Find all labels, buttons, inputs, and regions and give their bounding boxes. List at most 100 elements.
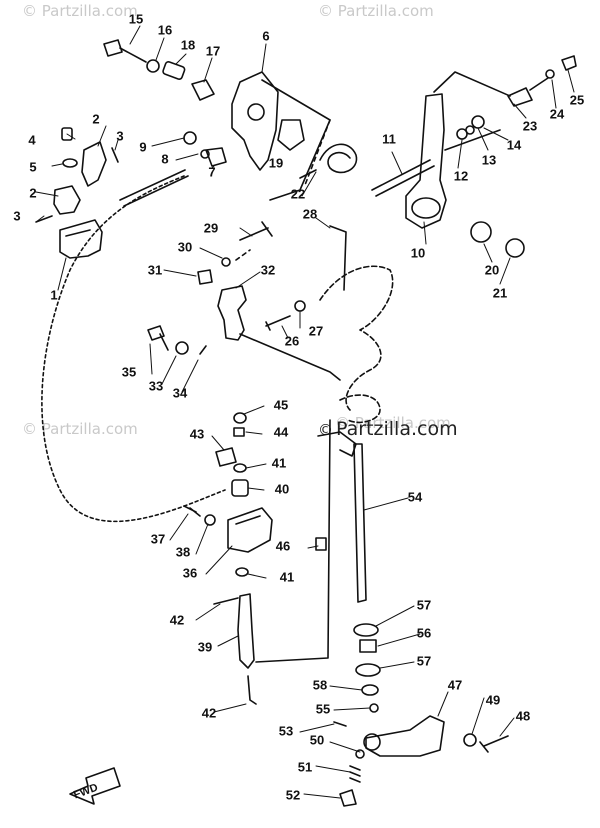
callout-35: 35 xyxy=(121,364,137,380)
part-29-bolt xyxy=(239,221,273,241)
callout-24: 24 xyxy=(549,106,565,122)
part-3-pin-upper xyxy=(111,147,119,163)
watermark-mid-left: © Partzilla.com xyxy=(22,420,138,438)
part-31-joint xyxy=(197,269,213,285)
callout-39: 39 xyxy=(197,639,213,655)
part-53-pin xyxy=(333,721,347,727)
callout-29: 29 xyxy=(203,220,219,236)
cable-end-rod xyxy=(119,169,189,207)
callout-26: 26 xyxy=(284,333,300,349)
part-50-ball xyxy=(355,749,365,759)
part-39-lever xyxy=(237,593,255,669)
part-25-cap xyxy=(561,55,577,71)
part-26-bolt xyxy=(265,315,291,331)
callout-17: 17 xyxy=(205,43,221,59)
callout-54: 54 xyxy=(407,489,423,505)
callout-37: 37 xyxy=(150,531,166,547)
callout-55: 55 xyxy=(315,701,331,717)
callout-4: 4 xyxy=(28,132,36,148)
part-2-clip-lower xyxy=(53,185,81,215)
callout-19: 19 xyxy=(268,155,284,171)
brand-text: Partzilla.com xyxy=(336,418,458,440)
part-6-bracket-outline xyxy=(261,79,331,201)
part-7-joint xyxy=(205,147,227,167)
part-46-nut xyxy=(315,537,327,551)
callout-23: 23 xyxy=(522,118,538,134)
part-45-nut xyxy=(233,412,247,424)
callout-3a: 3 xyxy=(116,128,124,144)
link-rod-lower xyxy=(239,333,341,381)
watermark-mid-right: © Partzilla.com xyxy=(335,414,451,432)
part-41-washer-upper xyxy=(233,463,247,473)
part-28-pin xyxy=(329,225,347,291)
part-41-washer-lower xyxy=(235,567,249,577)
callout-52: 52 xyxy=(285,787,301,803)
callout-44: 44 xyxy=(273,424,289,440)
callout-7: 7 xyxy=(208,164,216,180)
watermark-top-right: © Partzilla.com xyxy=(318,2,434,20)
part-43-joint xyxy=(215,447,237,467)
callout-6: 6 xyxy=(262,28,270,44)
callout-2a: 2 xyxy=(92,111,100,127)
callout-21: 21 xyxy=(492,285,508,301)
part-35-bolt xyxy=(147,325,169,351)
callout-28: 28 xyxy=(302,206,318,222)
callout-32: 32 xyxy=(260,262,276,278)
callout-14: 14 xyxy=(506,137,522,153)
callout-12: 12 xyxy=(453,168,469,184)
callout-30: 30 xyxy=(177,239,193,255)
control-cable xyxy=(41,175,226,523)
callout-13: 13 xyxy=(481,152,497,168)
watermark-top-left: © Partzilla.com xyxy=(22,2,138,20)
callout-5: 5 xyxy=(29,159,37,175)
callout-10: 10 xyxy=(410,245,426,261)
callout-57a: 57 xyxy=(416,597,432,613)
part-10-boss xyxy=(411,197,441,219)
part-52-cap xyxy=(339,789,357,807)
callout-49: 49 xyxy=(485,692,501,708)
part-57-washer-upper xyxy=(353,623,379,637)
part-23-joint xyxy=(507,77,549,107)
part-6-lever-plate xyxy=(231,71,279,171)
callout-46: 46 xyxy=(275,538,291,554)
part-55-ring xyxy=(369,703,379,713)
engine-block-outline xyxy=(319,265,394,424)
part-2-clip-upper xyxy=(81,141,107,187)
part-47-boss xyxy=(363,733,381,751)
part-10-throttle-arm xyxy=(405,93,447,229)
part-32-link xyxy=(217,285,247,341)
part-15-bolt xyxy=(103,39,147,63)
callout-15: 15 xyxy=(128,11,144,27)
part-57-washer-lower xyxy=(355,663,381,677)
linkage-guide xyxy=(235,119,331,261)
callout-27: 27 xyxy=(308,323,324,339)
part-6-hole xyxy=(247,103,265,121)
callout-56: 56 xyxy=(416,625,432,641)
callout-47: 47 xyxy=(447,677,463,693)
callout-22: 22 xyxy=(290,186,306,202)
part-51-spring xyxy=(349,765,361,783)
part-5-washer xyxy=(62,158,78,168)
part-19-cam xyxy=(277,119,305,151)
part-56-bushing xyxy=(359,639,377,653)
part-42-pin-upper xyxy=(213,597,239,605)
part-24-nut xyxy=(545,69,555,79)
callout-50: 50 xyxy=(309,732,325,748)
callout-11: 11 xyxy=(382,131,396,147)
callout-51: 51 xyxy=(297,759,313,775)
part-13-washer xyxy=(465,125,475,135)
part-22-spring xyxy=(299,143,358,179)
callout-8: 8 xyxy=(161,151,169,167)
part-36-bracket xyxy=(227,507,273,553)
part-3-pin-lower xyxy=(35,215,53,223)
part-4-bolt xyxy=(61,127,73,141)
part-9-nut xyxy=(183,131,197,145)
callout-3b: 3 xyxy=(13,208,21,224)
part-21-washer xyxy=(505,238,525,258)
part-12-nut xyxy=(456,128,468,140)
part-30-nut xyxy=(221,257,231,267)
callout-20: 20 xyxy=(484,262,500,278)
callout-41a: 41 xyxy=(271,455,287,471)
callout-42b: 42 xyxy=(201,705,217,721)
